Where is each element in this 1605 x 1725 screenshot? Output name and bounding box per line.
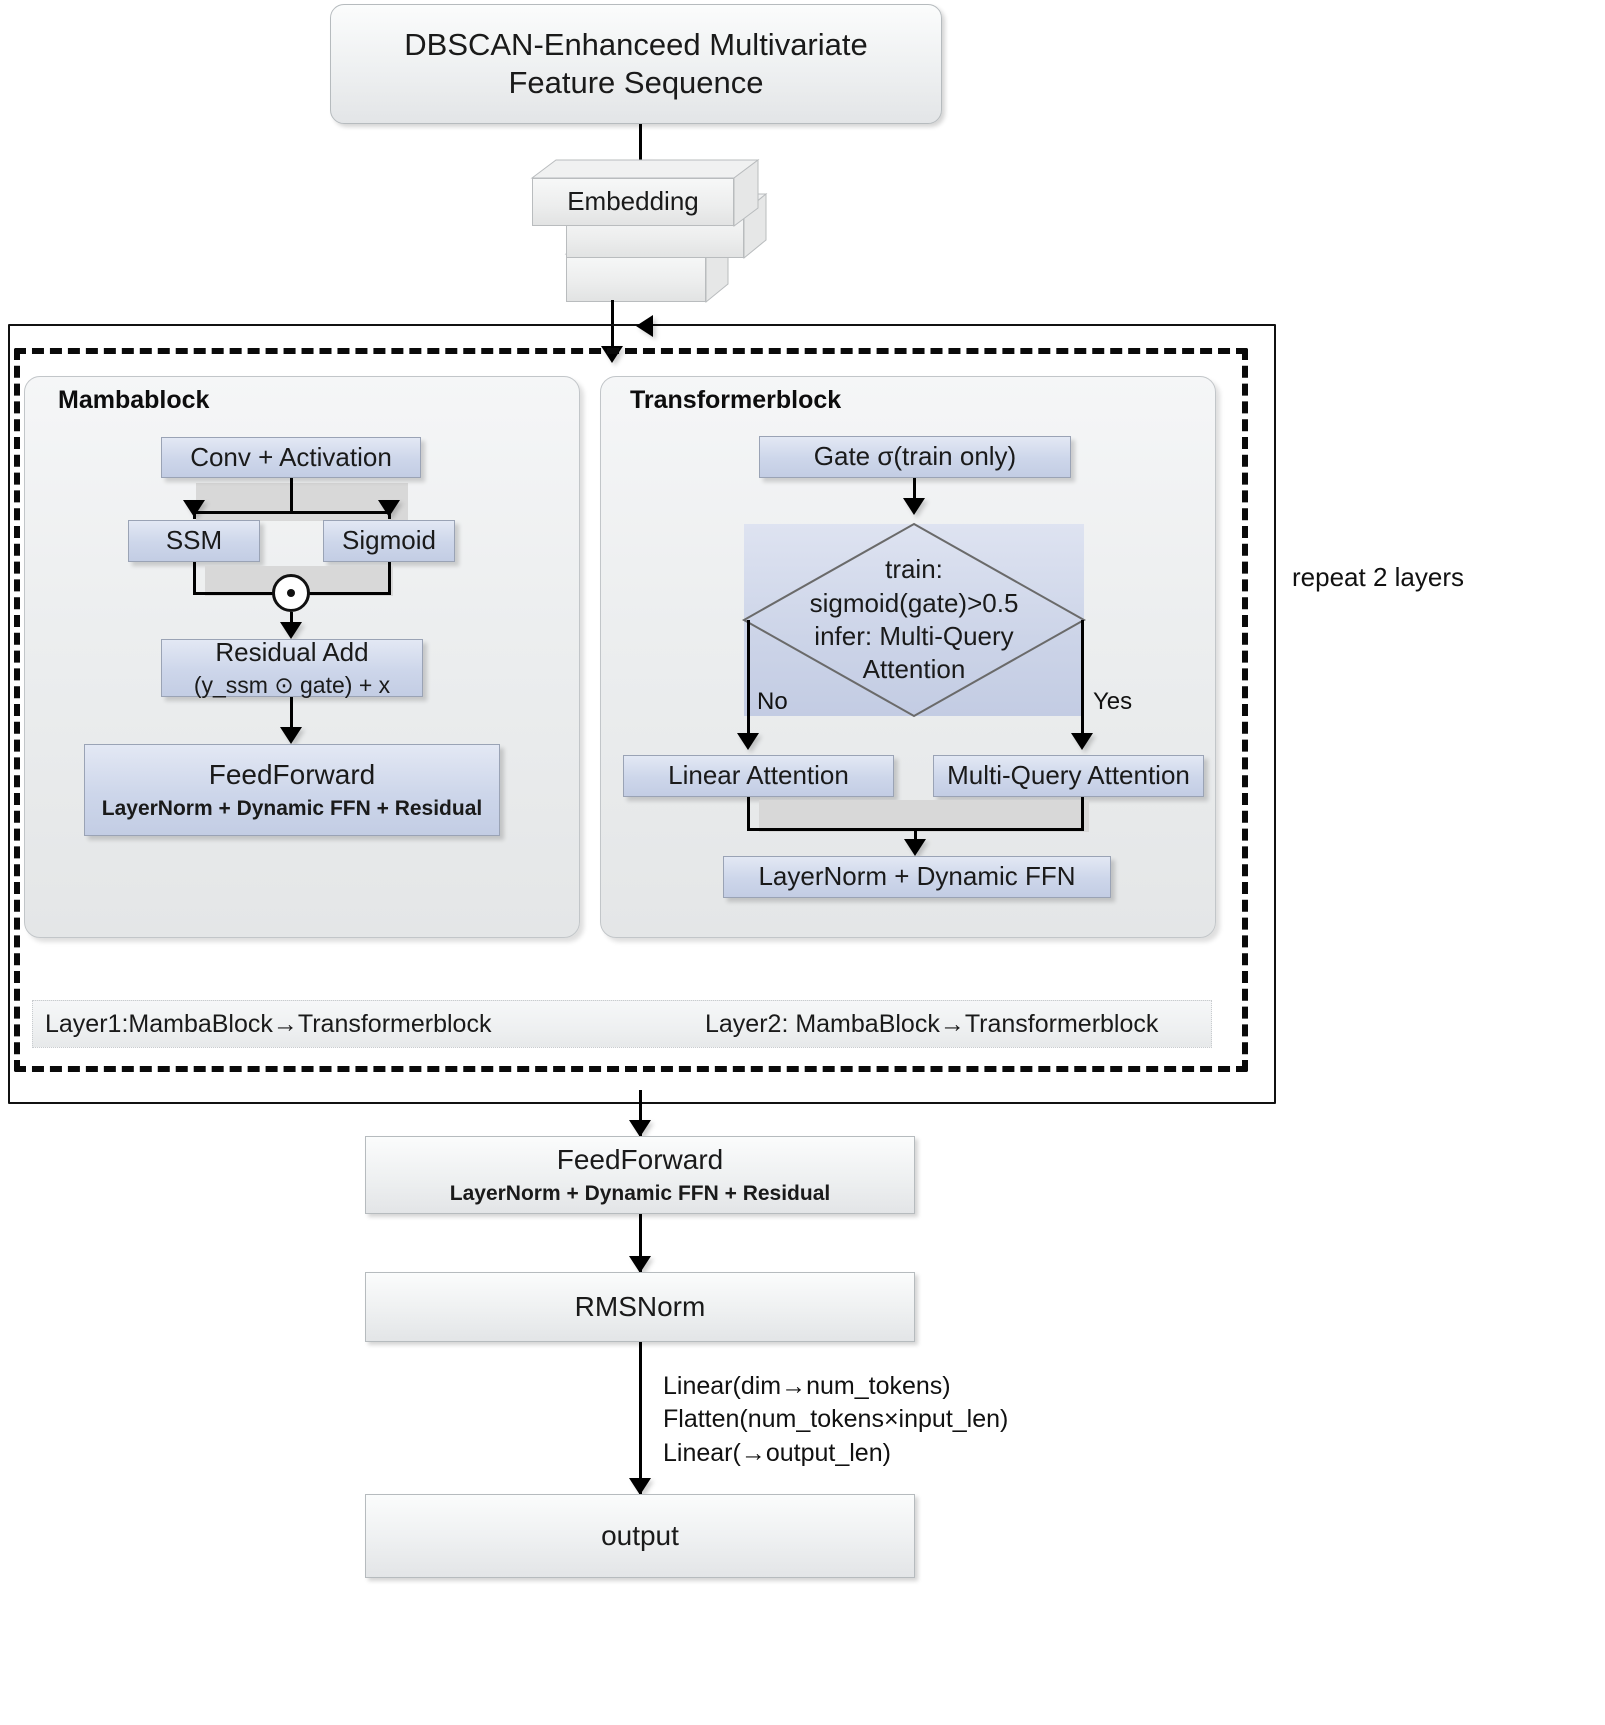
connector-merge-to-layernorm	[914, 828, 917, 846]
connector-decision-no	[747, 620, 750, 743]
connector-ssm-down	[193, 562, 196, 595]
rmsnorm-node: RMSNorm	[365, 1272, 915, 1342]
output-node: output	[365, 1494, 915, 1578]
arrowhead-residual-to-ff	[280, 727, 302, 744]
connector-title-to-embedding	[639, 124, 642, 168]
hadamard-product-icon	[272, 574, 310, 612]
connector-ff-to-rmsnorm	[639, 1214, 642, 1272]
connector-embedding-to-loop	[611, 300, 614, 354]
connector-rmsnorm-to-output	[639, 1342, 642, 1494]
repeat-layers-label: repeat 2 layers	[1292, 562, 1464, 592]
shadow-conv-split	[196, 483, 408, 521]
multi-query-attention-node: Multi-Query Attention	[933, 755, 1204, 797]
arrowhead-gate-to-decision	[903, 498, 925, 515]
arrowhead-decision-yes	[1071, 733, 1093, 750]
residual-add-title: Residual Add	[215, 637, 369, 668]
sigmoid-label: Sigmoid	[342, 525, 436, 556]
arrowhead-merge-to-layernorm	[904, 839, 926, 856]
tail-feedforward-title: FeedForward	[556, 1144, 724, 1176]
decision-backing	[744, 524, 1084, 716]
mambablock-title: Mambablock	[58, 386, 210, 414]
tail-feedforward-node: FeedForward LayerNorm + Dynamic FFN + Re…	[365, 1136, 915, 1214]
ssm-label: SSM	[165, 525, 223, 556]
connector-merge-to-residual	[290, 612, 293, 629]
arrowhead-conv-to-sigmoid	[378, 500, 400, 517]
connector-loop-exit	[639, 1090, 642, 1136]
transformerblock-title: Transformerblock	[630, 386, 842, 414]
connector-decision-yes	[1081, 620, 1084, 743]
embedding-layer1-bevel	[530, 159, 760, 227]
embedding-label-face: Embedding	[532, 178, 734, 226]
arrowhead-ff-to-rmsnorm	[629, 1256, 651, 1273]
embedding-stack: Embedding	[530, 159, 782, 313]
output-label: output	[601, 1519, 679, 1551]
branch-yes-label: Yes	[1093, 688, 1133, 715]
conv-activation-label: Conv + Activation	[190, 441, 392, 472]
layer-summary-bar: Layer1:MambaBlock→Transformerblock Layer…	[32, 1000, 1212, 1048]
mamba-feedforward-title: FeedForward	[208, 759, 376, 791]
transformer-layernorm-node: LayerNorm + Dynamic FFN	[723, 856, 1111, 898]
conv-activation-node: Conv + Activation	[161, 437, 421, 478]
connector-linear-att-down	[747, 797, 750, 831]
connector-residual-to-ff	[290, 697, 293, 739]
arrowhead-loop-exit	[629, 1120, 651, 1137]
layer1-summary: Layer1:MambaBlock→Transformerblock	[45, 1009, 492, 1038]
projection-annotation: Linear(dim→num_tokens) Flatten(num_token…	[663, 1372, 1009, 1467]
connector-conv-split-h	[193, 511, 391, 514]
transformer-layernorm-label: LayerNorm + Dynamic FFN	[758, 861, 1076, 892]
residual-add-node: Residual Add (y_ssm ⊙ gate) + x	[161, 637, 423, 698]
mamba-feedforward-sub: LayerNorm + Dynamic FFN + Residual	[101, 797, 483, 821]
connector-sigmoid-down	[388, 562, 391, 595]
gate-node: Gate σ(train only)	[759, 436, 1071, 478]
shadow-attention-merge	[759, 800, 1089, 832]
rmsnorm-label: RMSNorm	[574, 1290, 706, 1322]
sigmoid-node: Sigmoid	[323, 520, 455, 562]
connector-mqa-down	[1081, 797, 1084, 831]
arrowhead-conv-to-ssm	[183, 500, 205, 517]
linear-attention-node: Linear Attention	[623, 755, 894, 797]
connector-conv-down	[290, 478, 293, 514]
arrowhead-decision-no	[737, 733, 759, 750]
decision-diamond-outline	[741, 522, 1087, 718]
arrowhead-merge-to-residual	[280, 622, 302, 639]
input-sequence-node: DBSCAN-Enhanceed Multivariate Feature Se…	[330, 4, 942, 124]
decision-node-text: train: sigmoid(gate)>0.5 infer: Multi-Qu…	[744, 524, 1084, 716]
tail-feedforward-sub: LayerNorm + Dynamic FFN + Residual	[449, 1182, 831, 1206]
ssm-node: SSM	[128, 520, 260, 562]
arrowhead-loop-feedback	[636, 315, 653, 337]
gate-label: Gate σ(train only)	[813, 441, 1017, 472]
residual-add-formula: (y_ssm ⊙ gate) + x	[193, 671, 391, 698]
repeat-block-container	[14, 348, 1248, 1072]
input-sequence-label: DBSCAN-Enhanceed Multivariate Feature Se…	[404, 27, 868, 100]
connector-gate-to-decision	[913, 478, 916, 510]
arrowhead-rmsnorm-to-output	[629, 1478, 651, 1495]
decision-label: train: sigmoid(gate)>0.5 infer: Multi-Qu…	[809, 554, 1019, 685]
multi-query-attention-label: Multi-Query Attention	[947, 760, 1190, 791]
mamba-feedforward-node: FeedForward LayerNorm + Dynamic FFN + Re…	[84, 744, 500, 836]
layer2-summary: Layer2: MambaBlock→Transformerblock	[705, 1009, 1159, 1038]
branch-no-label: No	[757, 688, 788, 715]
linear-attention-label: Linear Attention	[668, 760, 849, 791]
embedding-label: Embedding	[567, 186, 699, 217]
